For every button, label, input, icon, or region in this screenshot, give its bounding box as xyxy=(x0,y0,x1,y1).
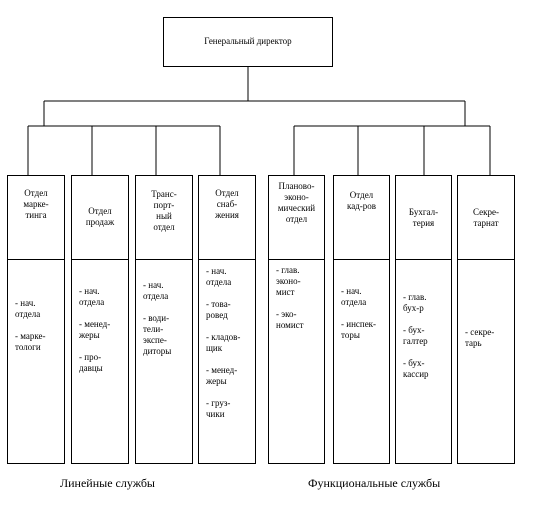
director-box xyxy=(163,17,333,67)
linear-services-label: Линейные службы xyxy=(60,476,155,490)
department-title: Отдел марке- тинга xyxy=(23,188,49,220)
department-staff-box xyxy=(457,259,515,464)
department-staff-box xyxy=(135,259,193,464)
department-title: Отдел снаб- жения xyxy=(215,188,239,220)
department-staff-box xyxy=(71,259,129,464)
department-staff-list: - нач. отдела - това- ровед - кладов- щи… xyxy=(206,266,241,419)
department-title: Секре- тарнат xyxy=(473,207,499,228)
department-staff-list: - нач. отдела - води- тели- экспе- дитор… xyxy=(143,280,172,356)
department-header-box xyxy=(333,175,390,260)
department-header-box xyxy=(268,175,325,260)
department-header-box xyxy=(71,175,129,260)
department-header-box xyxy=(395,175,452,260)
department-staff-list: - глав. бух-р - бух- галтер - бух- касси… xyxy=(403,292,429,379)
department-title: Отдел продаж xyxy=(85,206,115,227)
department-staff-box xyxy=(268,259,325,464)
department-title: Бухгал- терия xyxy=(408,207,439,228)
department-staff-list: - секре- тарь xyxy=(465,327,495,348)
department-staff-list: - глав. эконо- мист - эко- номист xyxy=(276,265,304,330)
department-title: Транс- порт- ный отдел xyxy=(151,189,177,232)
department-header-box xyxy=(135,175,193,260)
department-header-box xyxy=(198,175,256,260)
department-title: Планово- эконо- мический отдел xyxy=(277,181,316,224)
department-header-box xyxy=(7,175,65,260)
department-staff-box xyxy=(198,259,256,464)
department-staff-list: - нач. отдела - менед- жеры - про- давцы xyxy=(79,286,111,373)
department-staff-list: - нач. отдела - инспек- торы xyxy=(341,286,377,340)
director-label: Генеральный директор xyxy=(204,36,292,46)
department-title: Отдел кад-ров xyxy=(346,190,377,211)
functional-services-label: Функциональные службы xyxy=(308,476,441,490)
department-staff-box xyxy=(333,259,390,464)
department-staff-list: - нач. отдела - марке- тологи xyxy=(15,298,46,352)
department-staff-box xyxy=(7,259,65,464)
department-staff-box xyxy=(395,259,452,464)
